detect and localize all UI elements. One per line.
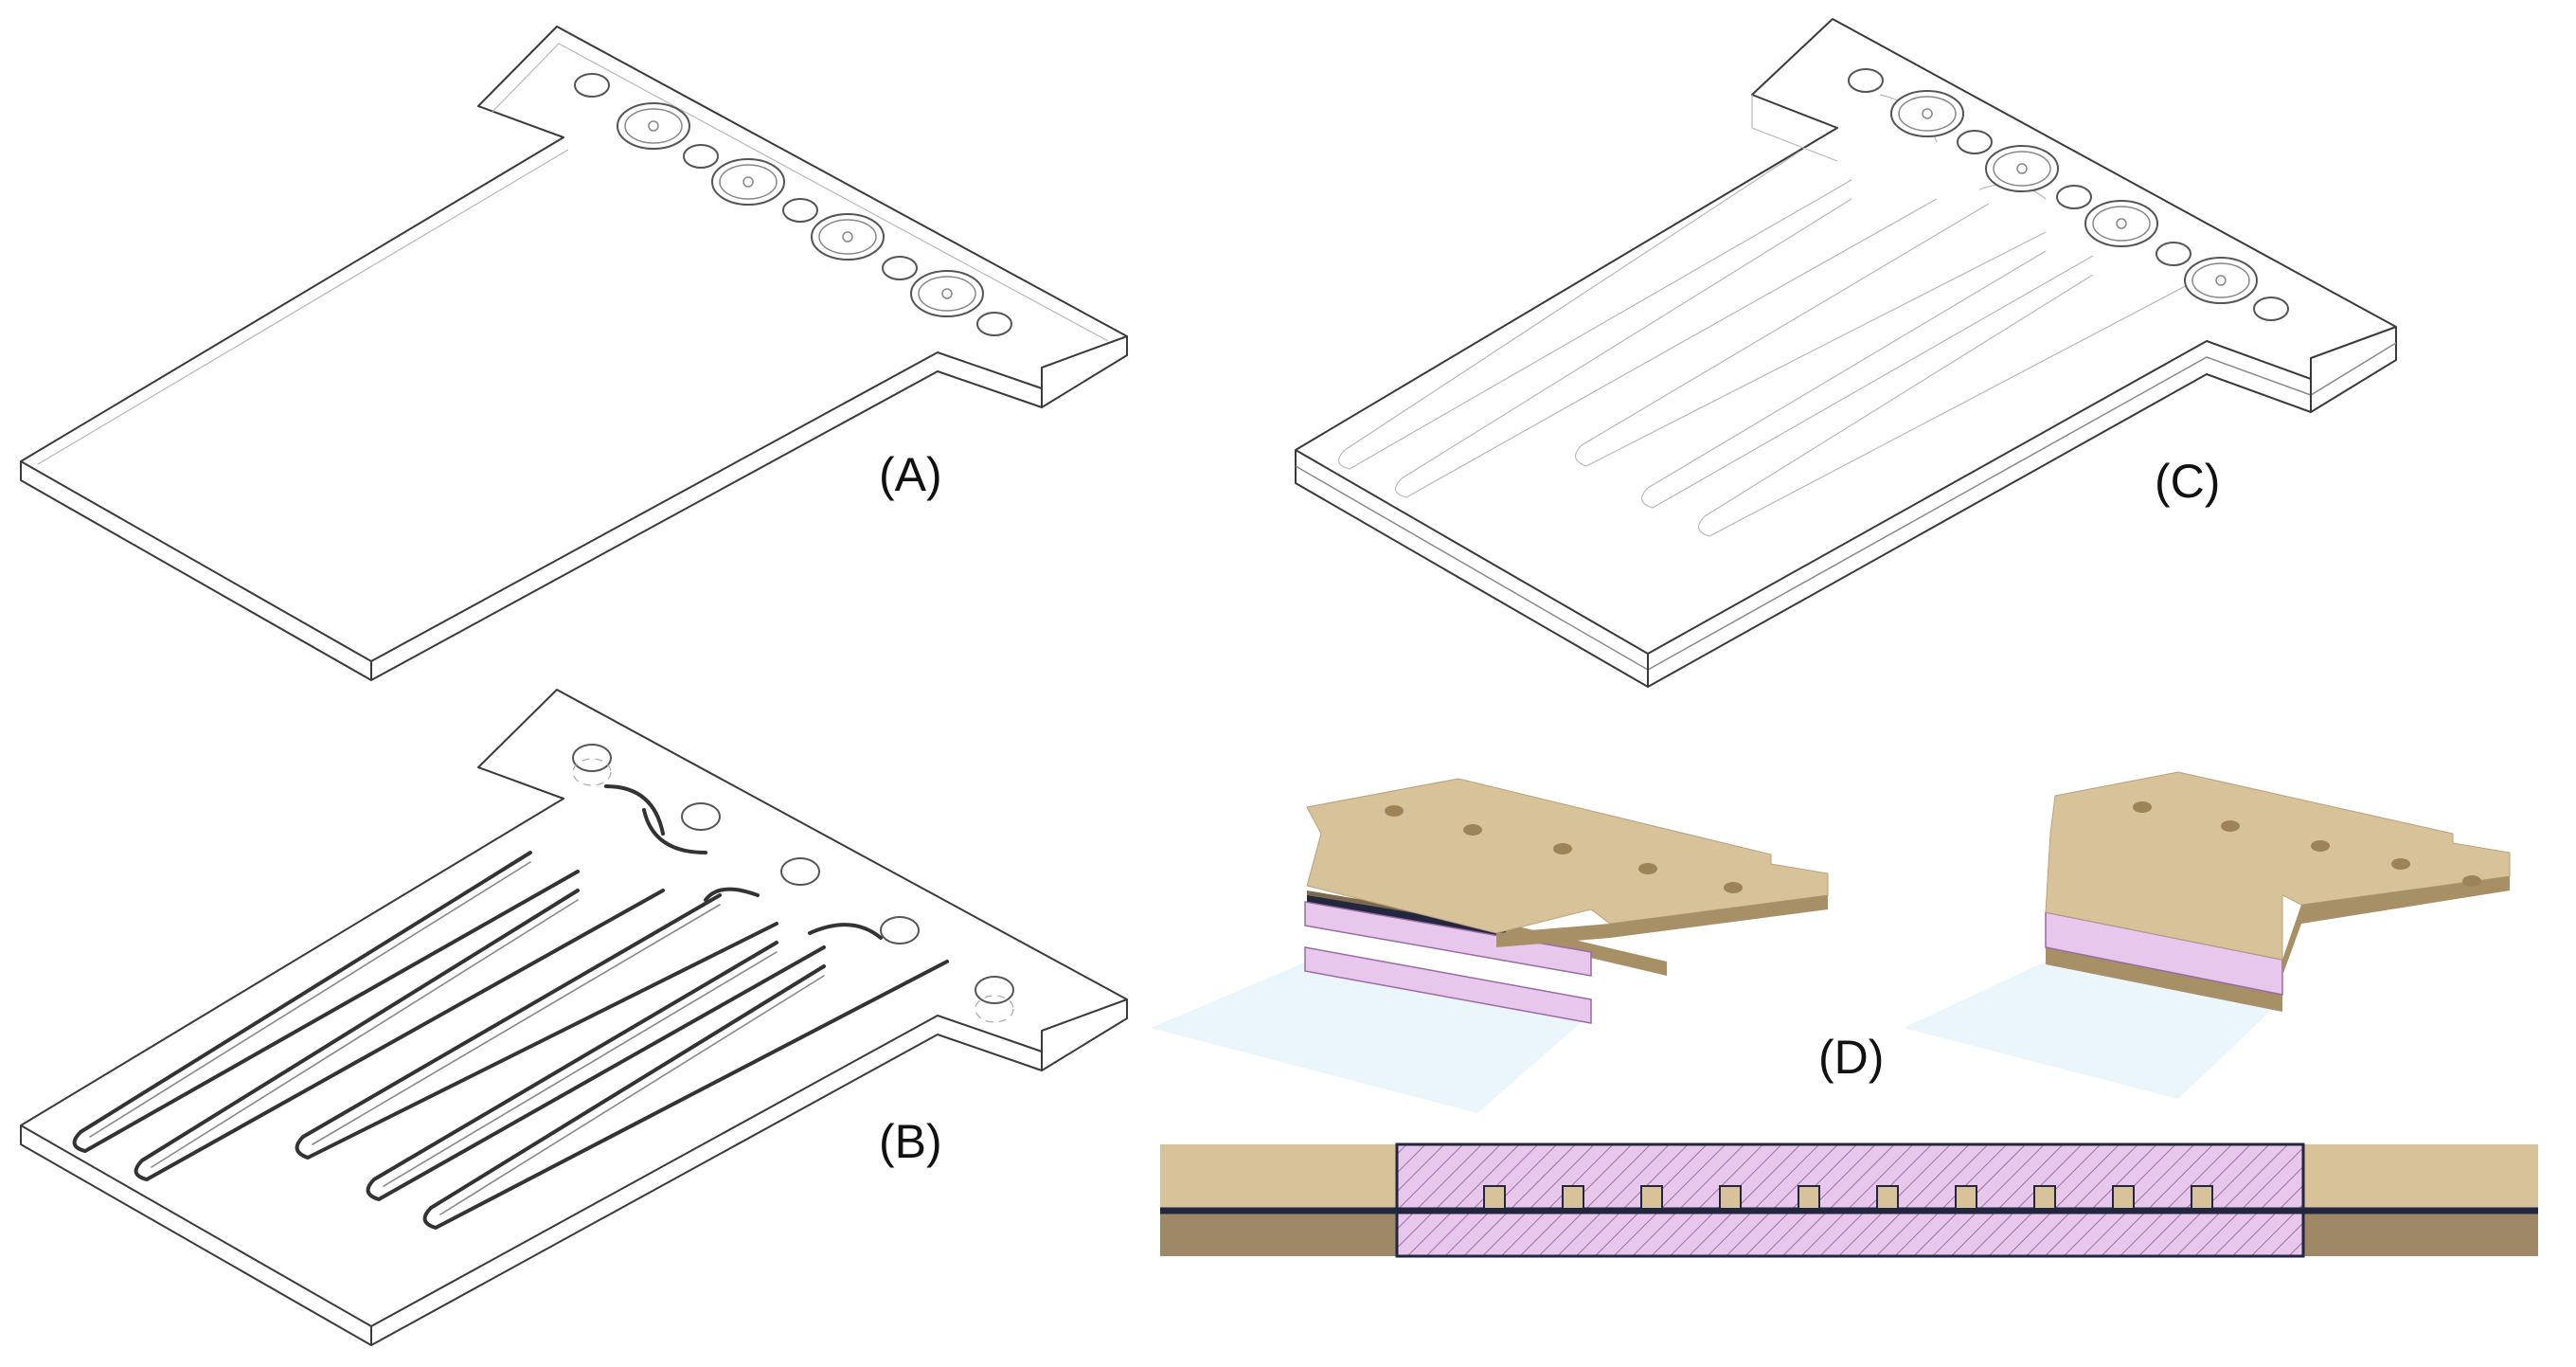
port-b-2 [681,802,721,831]
port-a-9 [976,312,1012,336]
port-a-2 [617,102,690,150]
panel-c: (C) [1295,18,2397,688]
port-b-4 [880,916,920,944]
plate-a [20,26,1128,681]
port-a-1 [574,73,610,98]
ports-a [574,73,1012,336]
panel-b-label: (B) [879,1115,942,1168]
cross-section [1160,1142,2538,1258]
microchannels [1483,1185,2213,1210]
panel-a-label: (A) [879,448,942,501]
port-holes-exploded [1385,805,1743,893]
panel-c-label: (C) [2155,455,2220,508]
panel-d-label: (D) [1818,1031,1884,1084]
ports-b [572,744,1014,1023]
ports-c [1848,68,2289,321]
panel-a: (A) [20,26,1128,681]
serpentine-channels-b [72,784,949,1231]
port-a-8 [910,270,984,317]
plate-c [1295,18,2397,688]
port-b-3 [780,857,820,886]
port-b-1 [572,744,612,772]
port-a-4 [711,158,785,206]
membrane-stack [1395,1142,2305,1258]
hidden-channels-c [1338,94,2217,537]
port-b-5 [975,976,1014,1004]
port-a-6 [811,213,885,261]
port-a-5 [782,198,818,223]
assembled-device [1904,771,2511,1099]
panel-d: (D) [1151,771,2538,1258]
exploded-assembly [1151,778,1829,1113]
panel-b: (B) [20,689,1128,1346]
port-a-7 [882,256,918,280]
port-holes-assembled [2133,801,2481,887]
plate-b [20,689,1128,1346]
port-a-3 [683,144,719,169]
